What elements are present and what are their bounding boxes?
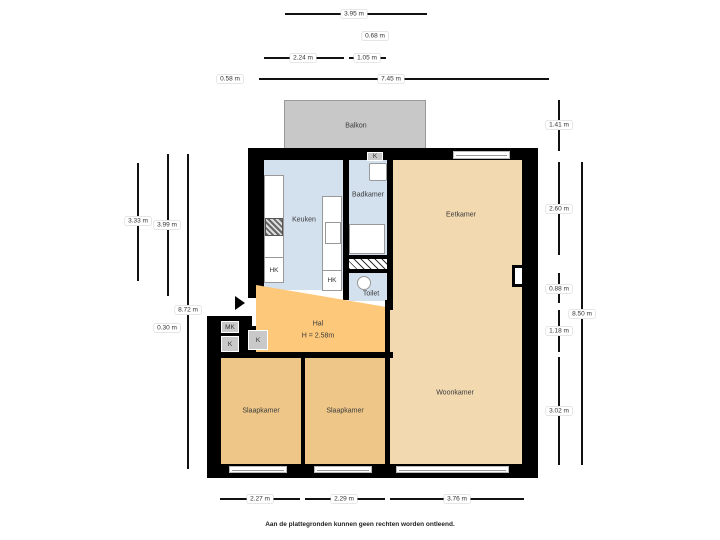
wall-bath-eetkamer — [387, 148, 393, 310]
hk-label-2: HK — [322, 270, 342, 291]
dim-left-total: 8.72 m — [175, 305, 201, 315]
wall-bath-toilet — [349, 255, 387, 259]
room-label-slaapkamer-2: Slaapkamer — [326, 407, 364, 415]
room-label-badkamer: Badkamer — [352, 191, 384, 199]
dim-left-kitchen-inner: 3.33 m — [125, 216, 151, 226]
dim-bottom-slaapkamer-1: 2.27 m — [247, 494, 273, 504]
wall-top-kitchen — [248, 148, 388, 160]
duct-hatched — [349, 259, 387, 269]
window-slaapkamer-1 — [229, 466, 287, 473]
room-label-hal-height: H = 2.58m — [301, 332, 335, 340]
entrance-arrow-icon — [235, 296, 245, 310]
dim-right-eetkamer: 2.60 m — [546, 204, 572, 214]
wall-left-bedrooms — [207, 316, 221, 478]
storage-k-balcony: K — [367, 152, 383, 161]
room-slaapkamer-2: Slaapkamer — [305, 358, 385, 464]
window-eetkamer — [453, 151, 510, 159]
dim-top-left-segment: 2.24 m — [290, 53, 316, 63]
room-label-hal: Hal — [312, 320, 324, 328]
hk-label-1: HK — [264, 257, 284, 283]
room-label-keuken: Keuken — [292, 216, 316, 224]
disclaimer-footer: Aan de plattegronden kunnen geen rechten… — [265, 521, 455, 528]
dim-left-kitchen-outer: 3.99 m — [154, 220, 180, 230]
shower-area — [349, 224, 385, 254]
wall-between-bedrooms — [301, 352, 305, 478]
wall-hal-woonkamer — [385, 300, 390, 478]
room-label-slaapkamer-1: Slaapkamer — [242, 407, 280, 415]
room-label-eetkamer: Eetkamer — [446, 211, 476, 219]
washbasin-icon — [369, 163, 387, 181]
dim-right-total: 8.50 m — [569, 309, 595, 319]
wall-right-outer — [522, 148, 538, 478]
wall-kitchen-bath — [343, 160, 349, 300]
wall-duct-toilet — [349, 269, 387, 273]
room-eetkamer: Eetkamer — [393, 160, 522, 310]
window-woonkamer — [396, 466, 509, 473]
dim-top-small: 0.68 m — [362, 31, 388, 41]
storage-k-2: K — [248, 330, 268, 350]
dim-right-woonkamer: 3.02 m — [546, 406, 572, 416]
dim-top-right-segment: 1.05 m — [354, 53, 380, 63]
dim-bottom-woonkamer: 3.76 m — [444, 494, 470, 504]
wall-outer-kitchen-left — [248, 148, 264, 298]
room-label-woonkamer: Woonkamer — [436, 389, 474, 397]
dim-top-full-width: 7.45 m — [378, 74, 404, 84]
sink-icon — [325, 222, 341, 244]
dim-right-chimney: 0.88 m — [546, 284, 572, 294]
dim-right-balcony: 1.41 m — [546, 120, 572, 130]
storage-k-1: K — [221, 336, 239, 352]
storage-mk: MK — [221, 321, 239, 333]
window-slaapkamer-2 — [314, 466, 372, 473]
room-balkon: Balkon — [284, 100, 426, 152]
wall-hal-bottom — [221, 352, 393, 358]
chimney-inner — [515, 268, 522, 284]
room-slaapkamer-1: Slaapkamer — [221, 358, 301, 464]
room-label-toilet: Toilet — [362, 290, 380, 298]
dim-bottom-slaapkamer-2: 2.29 m — [331, 494, 357, 504]
dim-left-small: 0.30 m — [154, 323, 180, 333]
toilet-icon — [357, 276, 371, 290]
dim-line-top-full-width — [259, 78, 549, 80]
dim-right-hall: 1.18 m — [546, 326, 572, 336]
room-label-balkon: Balkon — [345, 122, 367, 130]
stove-icon — [265, 218, 283, 236]
dim-top-offset: 0.58 m — [217, 74, 243, 84]
room-woonkamer: Woonkamer — [389, 310, 522, 464]
dim-top-overall: 3.95 m — [341, 9, 367, 19]
